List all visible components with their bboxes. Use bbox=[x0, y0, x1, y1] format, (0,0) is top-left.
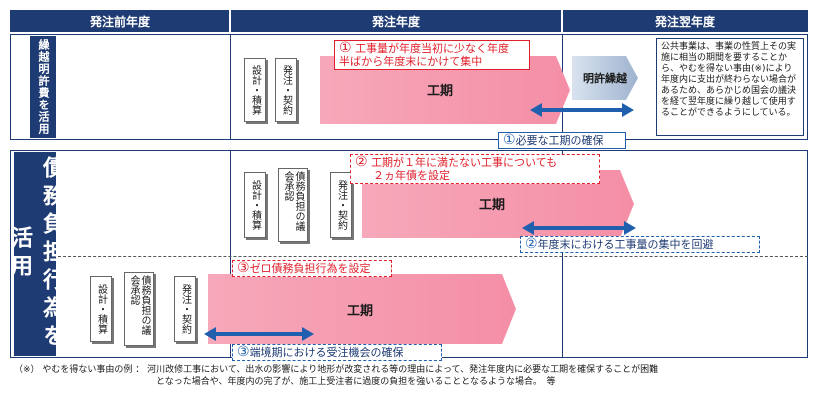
row1-result-number: ② bbox=[525, 236, 538, 252]
row1-callout-line1: 工期が１年に満たない工事についても bbox=[371, 156, 558, 169]
row2-result-text: 端境期における受注機会の確保 bbox=[249, 346, 404, 359]
top-double-arrow-left-head bbox=[530, 103, 542, 117]
row1-step-order: 発注・契約 bbox=[330, 172, 352, 238]
header-next-year: 発注翌年度 bbox=[562, 10, 808, 32]
header-prev-year: 発注前年度 bbox=[10, 10, 230, 32]
row2-callout-box: ③ゼロ債務負担行為を設定 bbox=[232, 260, 392, 277]
footnote-line1: 河川改修工事において、出水の影響により地形が改変される等の理由によって、発注年度… bbox=[147, 365, 659, 375]
row1-result-box: ②年度末における工事量の集中を回避 bbox=[520, 236, 760, 253]
row2-step-design-label: 設計・積算 bbox=[95, 284, 107, 334]
top-carryover-chevron: 明許繰越 bbox=[572, 56, 638, 100]
top-callout-number: ① bbox=[339, 40, 352, 56]
bottom-year-line-1 bbox=[230, 150, 231, 358]
row1-step-design-label: 設計・積算 bbox=[249, 180, 261, 230]
top-callout-line1: 工事量が年度当初に少なく年度 bbox=[355, 42, 510, 55]
row1-callout-box: ② 工期が１年に満たない工事についても ２ヵ年債を設定 bbox=[350, 154, 600, 184]
row2-callout-text: ゼロ債務負担行為を設定 bbox=[249, 262, 371, 275]
top-double-arrow bbox=[530, 103, 634, 117]
top-step-order-label: 発注・契約 bbox=[280, 65, 292, 115]
row2-result-box: ③端境期における受注機会の確保 bbox=[232, 344, 442, 361]
top-year-line-1 bbox=[230, 34, 231, 140]
row2-result-number: ③ bbox=[237, 344, 250, 360]
header-divider-1 bbox=[229, 10, 231, 32]
row1-callout-number: ② bbox=[355, 154, 368, 170]
row1-step-approval: 債務負担の議会承認 bbox=[278, 168, 308, 242]
row2-step-design: 設計・積算 bbox=[90, 276, 112, 342]
bottom-side-label-text: 債務負担行為を活用 bbox=[7, 156, 64, 352]
row2-double-arrow-left-head bbox=[204, 327, 216, 341]
footnote: （※） やむを得ない事由の例 ： 河川改修工事において、出水の影響により地形が改… bbox=[14, 364, 814, 388]
row1-double-arrow-left-head bbox=[522, 221, 534, 235]
top-carryover-label: 明許繰越 bbox=[583, 72, 627, 85]
header-divider-2 bbox=[561, 10, 563, 32]
top-callout-line2: 半ばから年度末にかけて集中 bbox=[339, 55, 483, 68]
top-result-box: ①必要な工期の確保 bbox=[498, 132, 626, 149]
row2-double-arrow-right-head bbox=[302, 327, 314, 341]
top-side-label-text: 繰越明許費を活用 bbox=[37, 39, 50, 135]
bottom-side-label: 債務負担行為を活用 bbox=[7, 152, 64, 356]
top-result-number: ① bbox=[503, 132, 516, 148]
header-order-year: 発注年度 bbox=[230, 10, 562, 32]
top-note-box: 公共事業は、事業の性質上その実施に相当の期間を要することから、やむを得ない事由(… bbox=[656, 38, 804, 136]
row1-step-approval-label: 債務負担の議会承認 bbox=[282, 171, 304, 231]
row2-callout-number: ③ bbox=[237, 260, 250, 276]
top-step-order: 発注・契約 bbox=[275, 58, 297, 122]
top-side-label: 繰越明許費を活用 bbox=[30, 36, 56, 138]
row2-double-arrow bbox=[204, 327, 314, 341]
header-prev-year-label: 発注前年度 bbox=[89, 14, 150, 29]
top-step-design-label: 設計・積算 bbox=[249, 65, 261, 115]
bottom-year-line-2 bbox=[562, 150, 563, 358]
header-order-year-label: 発注年度 bbox=[371, 14, 420, 29]
bottom-row-divider bbox=[58, 256, 808, 257]
row1-step-design: 設計・積算 bbox=[244, 172, 266, 238]
top-note-text: 公共事業は、事業の性質上その実施に相当の期間を要することから、やむを得ない事由(… bbox=[661, 42, 797, 118]
footnote-line2: となった場合や、年度内の完了が、施工上受注者に過度の負担を強いることとなるような… bbox=[156, 377, 556, 387]
top-callout-box: ① 工事量が年度当初に少なく年度 半ばから年度末にかけて集中 bbox=[334, 40, 530, 70]
row1-callout-line2: ２ヵ年債を設定 bbox=[373, 169, 450, 182]
footnote-label: （※） やむを得ない事由の例 ： bbox=[14, 365, 145, 375]
row2-step-approval: 債務負担の議会承認 bbox=[124, 272, 154, 346]
top-panel-frame bbox=[10, 34, 808, 140]
row1-step-order-label: 発注・契約 bbox=[335, 180, 347, 230]
top-period-label: 工期 bbox=[426, 84, 453, 99]
top-result-text: 必要な工期の確保 bbox=[515, 134, 604, 147]
top-double-arrow-right-head bbox=[622, 103, 634, 117]
row1-double-arrow-right-head bbox=[624, 221, 636, 235]
header-next-year-label: 発注翌年度 bbox=[654, 14, 715, 29]
top-step-design: 設計・積算 bbox=[244, 58, 266, 122]
row1-period-label: 工期 bbox=[478, 198, 505, 213]
row1-result-text: 年度末における工事量の集中を回避 bbox=[537, 238, 714, 251]
row2-period-label: 工期 bbox=[346, 304, 373, 319]
row2-step-order-label: 発注・契約 bbox=[179, 284, 191, 334]
row2-step-order: 発注・契約 bbox=[174, 276, 196, 342]
row2-step-approval-label: 債務負担の議会承認 bbox=[128, 275, 150, 335]
row1-double-arrow bbox=[522, 221, 636, 235]
